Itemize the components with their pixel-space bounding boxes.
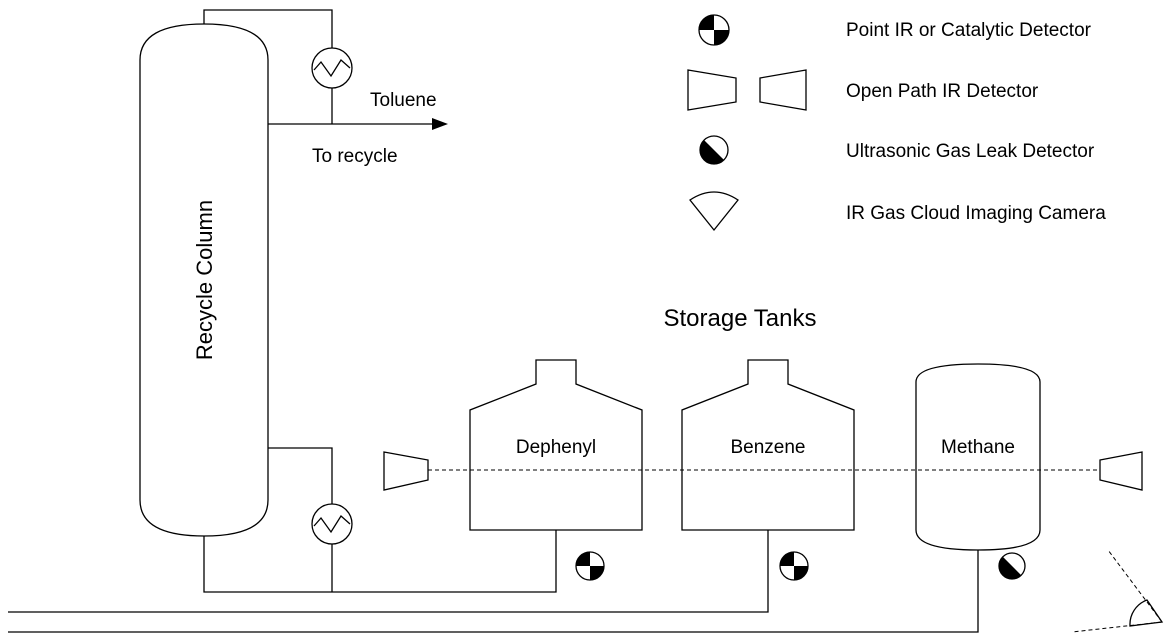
top-reflux-loop xyxy=(203,9,333,124)
tank-label: Benzene xyxy=(730,437,805,458)
toluene-stream xyxy=(268,118,448,130)
point-ir-catalytic-detector-icon xyxy=(575,551,605,581)
storage-tank-dephenyl xyxy=(469,359,643,531)
ultrasonic-gas-leak-detector-icon xyxy=(699,135,729,165)
header-pipes xyxy=(8,530,979,633)
arrow-head-icon xyxy=(432,118,448,130)
to-recycle-label: To recycle xyxy=(312,146,398,167)
point-ir-catalytic-detector-icon xyxy=(698,14,730,46)
bottom-reboiler-loop xyxy=(203,447,557,593)
storage-tank-benzene xyxy=(681,359,855,531)
ir-gas-cloud-imaging-camera-icon xyxy=(689,191,739,232)
recycle-column-label: Recycle Column xyxy=(192,200,217,360)
storage-tank-methane xyxy=(915,363,1041,551)
tank-label: Methane xyxy=(941,437,1015,458)
ir-gas-cloud-imaging-camera-icon xyxy=(1071,549,1164,633)
heat-exchanger-icon xyxy=(311,503,353,545)
legend-label: IR Gas Cloud Imaging Camera xyxy=(846,203,1106,224)
legend-label: Point IR or Catalytic Detector xyxy=(846,20,1092,41)
point-ir-catalytic-detector-icon xyxy=(779,551,809,581)
heat-exchanger-icon xyxy=(311,47,353,89)
open-path-ir-detector-icon xyxy=(1099,451,1143,491)
open-path-ir-detector-icon xyxy=(687,69,807,111)
recycle-column: Recycle Column xyxy=(139,23,269,537)
legend-label: Open Path IR Detector xyxy=(846,81,1039,102)
legend-label: Ultrasonic Gas Leak Detector xyxy=(846,141,1095,162)
legend: Point IR or Catalytic Detector Open Path… xyxy=(687,14,1106,232)
tank-label: Dephenyl xyxy=(516,437,596,458)
ultrasonic-gas-leak-detector-icon xyxy=(998,552,1026,580)
storage-tanks-heading: Storage Tanks xyxy=(664,305,817,332)
toluene-label: Toluene xyxy=(370,90,437,111)
open-path-ir-detector-icon xyxy=(383,451,429,491)
